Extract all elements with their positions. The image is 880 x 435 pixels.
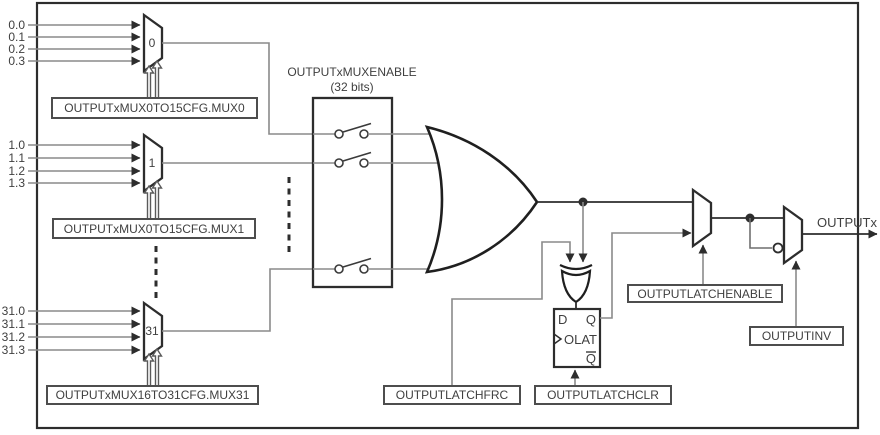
mux-31-select-arrow-icon: [143, 352, 155, 387]
mux-31-body: [142, 300, 164, 362]
olat-d-pin: D: [558, 312, 567, 327]
mux-0-id: 0: [149, 36, 156, 50]
olat-body: [552, 307, 602, 369]
mux-31-input-label-2: 31.2: [2, 330, 26, 344]
mux-0-input-label-3: 0.3: [8, 54, 25, 68]
output-inv-box-group: OUTPUTINV: [749, 326, 844, 346]
switch-icon: [313, 151, 442, 168]
olat-q-pin: Q: [586, 312, 596, 327]
mux-0-config-box: [51, 97, 258, 119]
latch-clr-label: OUTPUTLATCHCLR: [547, 388, 659, 402]
latch-frc-wire: [451, 241, 575, 386]
mux-31-config-box: [46, 385, 259, 405]
mux-enable-bits-label: (32 bits): [330, 80, 373, 94]
clock-triangle-icon: [553, 333, 563, 345]
mux-31-input-label-1: 31.1: [2, 317, 26, 331]
olat-qbar-pin: Q: [586, 351, 596, 366]
mux-enable-block: OUTPUTxMUXENABLE (32 bits): [287, 65, 442, 289]
mux-0-input-label-1: 0.1: [8, 30, 25, 44]
mux-0-input-label-2: 0.2: [8, 42, 25, 56]
mux-enable-box: [311, 96, 394, 289]
mux-1-input-label-3: 1.3: [8, 176, 25, 190]
mux-31-id: 31: [145, 324, 159, 338]
output-inv-label: OUTPUTINV: [762, 329, 831, 343]
outputx-label: OUTPUTx: [817, 215, 877, 230]
mux-31-input-label-0: 31.0: [2, 304, 26, 318]
mux-31-block: 31.0 31.1 31.2 31.3 31 OUTPUTxMUX16TO31C…: [2, 268, 335, 405]
latch-enable-box-group: OUTPUTLATCHENABLE: [627, 284, 783, 303]
xbar-boundary: [35, 1, 860, 430]
mux-1-input-label-2: 1.2: [8, 164, 25, 178]
latch-clr-box-group: OUTPUTLATCHCLR: [534, 385, 672, 405]
mux-1-input-label-1: 1.1: [8, 151, 25, 165]
latch-clr-box: [534, 385, 672, 405]
mux-0-input-label-0: 0.0: [8, 18, 25, 32]
latch-frc-label: OUTPUTLATCHFRC: [396, 388, 509, 402]
mux-1-input-label-0: 1.0: [8, 138, 25, 152]
output-inv-mux: [782, 204, 804, 266]
mux-1-block: 1.0 1.1 1.2 1.3 1 OUTPUTxMUX0TO15CFG.MUX…: [8, 132, 335, 239]
mux-31-config-label: OUTPUTxMUX16TO31CFG.MUX31: [56, 388, 250, 402]
xor-gate: [559, 264, 593, 304]
mux-1-select-arrow-icon: [143, 184, 155, 220]
mux-enable-label: OUTPUTxMUXENABLE: [287, 65, 416, 79]
inverted-branch-wire: [749, 218, 772, 249]
latch-enable-label: OUTPUTLATCHENABLE: [637, 287, 772, 301]
inverter-bubble-icon: [772, 242, 784, 254]
latch-frc-box: [383, 385, 521, 405]
mux-31-select-arrow-icon: [151, 347, 163, 387]
mux-0-config-label: OUTPUTxMUX0TO15CFG.MUX0: [64, 101, 245, 115]
olat-latch: D Q OLAT Q: [552, 307, 602, 369]
mux-1-id: 1: [149, 156, 156, 170]
mux-0-output-wire: [162, 42, 335, 135]
olat-name-label: OLAT: [564, 332, 597, 347]
mux-1-body: [142, 132, 164, 194]
mux-1-config-label: OUTPUTxMUX0TO15CFG.MUX1: [64, 222, 245, 236]
mux-31-input-label-3: 31.3: [2, 343, 26, 357]
mux-0-body: [142, 12, 164, 74]
output-inv-box: [749, 326, 844, 346]
mux-31-output-wire: [162, 268, 335, 332]
mux-1-config-box: [52, 218, 256, 239]
latch-enable-mux: [691, 187, 713, 249]
mux-0-block: 0.0 0.1 0.2 0.3 0 OUTPUTxMUX0TO15CFG.MUX…: [8, 12, 335, 135]
or-gate: [424, 125, 539, 274]
mux-1-select-arrow-icon: [151, 179, 163, 220]
switch-icon: [313, 257, 430, 274]
mux-0-select-arrow-icon: [151, 59, 163, 99]
latch-enable-box: [627, 284, 783, 303]
olat-q-wire: [600, 228, 692, 319]
mux-0-select-arrow-icon: [143, 64, 155, 99]
switch-icon: [313, 122, 431, 139]
latch-frc-box-group: OUTPUTLATCHFRC: [383, 385, 521, 405]
